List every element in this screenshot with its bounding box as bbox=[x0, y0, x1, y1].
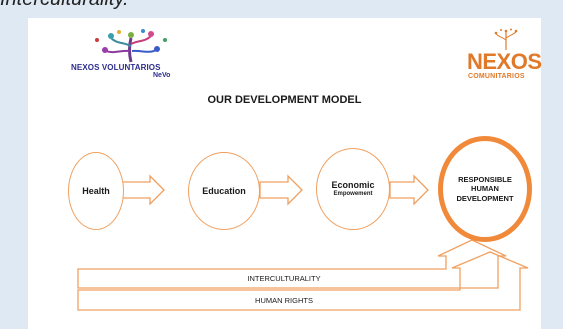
step-health: Health bbox=[68, 152, 124, 230]
diagram-title: OUR DEVELOPMENT MODEL bbox=[207, 94, 362, 106]
diagram-card: NEXOS VOLUNTARIOS NeVo NEXOS COMUNITARIO… bbox=[28, 18, 542, 329]
arrow-health-to-education bbox=[121, 174, 165, 206]
band-human-rights-label: HUMAN RIGHTS bbox=[255, 296, 313, 305]
left-logo-name: NEXOS VOLUNTARIOS bbox=[71, 63, 161, 72]
band-interculturality-label: INTERCULTURALITY bbox=[247, 274, 321, 283]
diagram-connectors bbox=[77, 174, 529, 311]
arrow-economic-to-goal bbox=[389, 174, 429, 206]
right-logo-sub: COMUNITARIOS bbox=[468, 73, 525, 80]
page-caption: Interculturality. bbox=[0, 0, 129, 11]
goal-responsible-human-development: RESPONSIBLE HUMAN DEVELOPMENT bbox=[438, 136, 532, 242]
nexos-comunitarios-logo: NEXOS COMUNITARIOS bbox=[466, 28, 542, 90]
step-education: Education bbox=[188, 152, 260, 230]
nexos-voluntarios-logo: NEXOS VOLUNTARIOS NeVo bbox=[71, 26, 191, 88]
right-logo-name: NEXOS bbox=[467, 49, 542, 74]
tree-icon bbox=[95, 29, 167, 63]
band-interculturality bbox=[77, 239, 507, 289]
step-education-label: Education bbox=[202, 185, 246, 196]
tree-sprig-icon bbox=[494, 28, 518, 51]
goal-line-3: DEVELOPMENT bbox=[456, 193, 514, 203]
step-economic-sub: Empowement bbox=[333, 191, 373, 198]
goal-line-1: RESPONSIBLE bbox=[458, 174, 512, 184]
step-economic-label: Economic bbox=[331, 179, 375, 190]
arrow-education-to-economic bbox=[259, 174, 303, 206]
goal-line-2: HUMAN bbox=[471, 184, 499, 194]
band-human-rights bbox=[77, 251, 529, 311]
step-health-label: Health bbox=[82, 185, 110, 196]
step-economic: Economic Empowement bbox=[316, 148, 390, 230]
left-logo-sub: NeVo bbox=[153, 72, 171, 79]
